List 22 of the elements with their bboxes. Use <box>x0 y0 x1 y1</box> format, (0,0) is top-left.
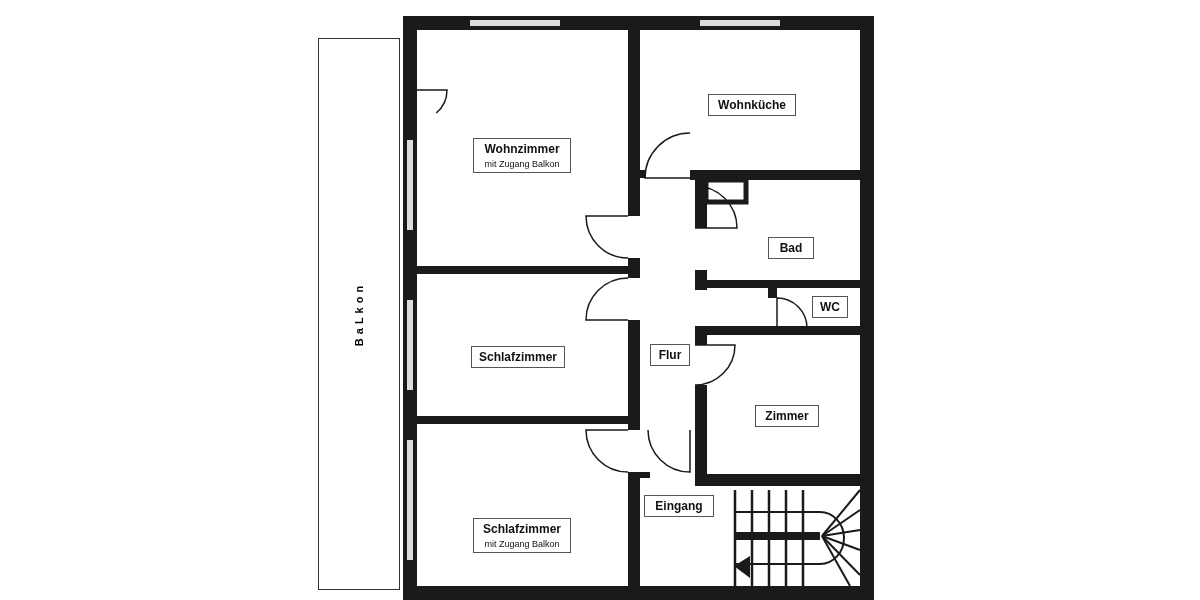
room-name: Eingang <box>654 499 704 513</box>
room-name: Schlafzimmer <box>482 522 562 536</box>
room-label-box <box>644 495 714 517</box>
room-label-box <box>708 94 796 116</box>
room-label-box <box>473 138 571 173</box>
room-label-box <box>650 344 690 366</box>
room-name: WC <box>819 300 841 314</box>
room-note: mit Zugang Balkon <box>483 539 561 549</box>
room-name: Wohnzimmer <box>483 142 561 156</box>
room-label-box <box>812 296 848 318</box>
room-label-box <box>473 518 571 553</box>
room-name: Bad <box>778 241 804 255</box>
room-label: BaLkon <box>353 281 365 347</box>
room-label-box <box>471 346 565 368</box>
room-name: Zimmer <box>764 409 810 423</box>
room-name: Wohnküche <box>717 98 787 112</box>
room-note: mit Zugang Balkon <box>483 159 561 169</box>
balcony-outline <box>318 38 400 590</box>
room-name: Schlafzimmer <box>478 350 558 364</box>
room-label-box <box>768 237 814 259</box>
room-name: Flur <box>657 348 683 362</box>
room-label-box <box>755 405 819 427</box>
